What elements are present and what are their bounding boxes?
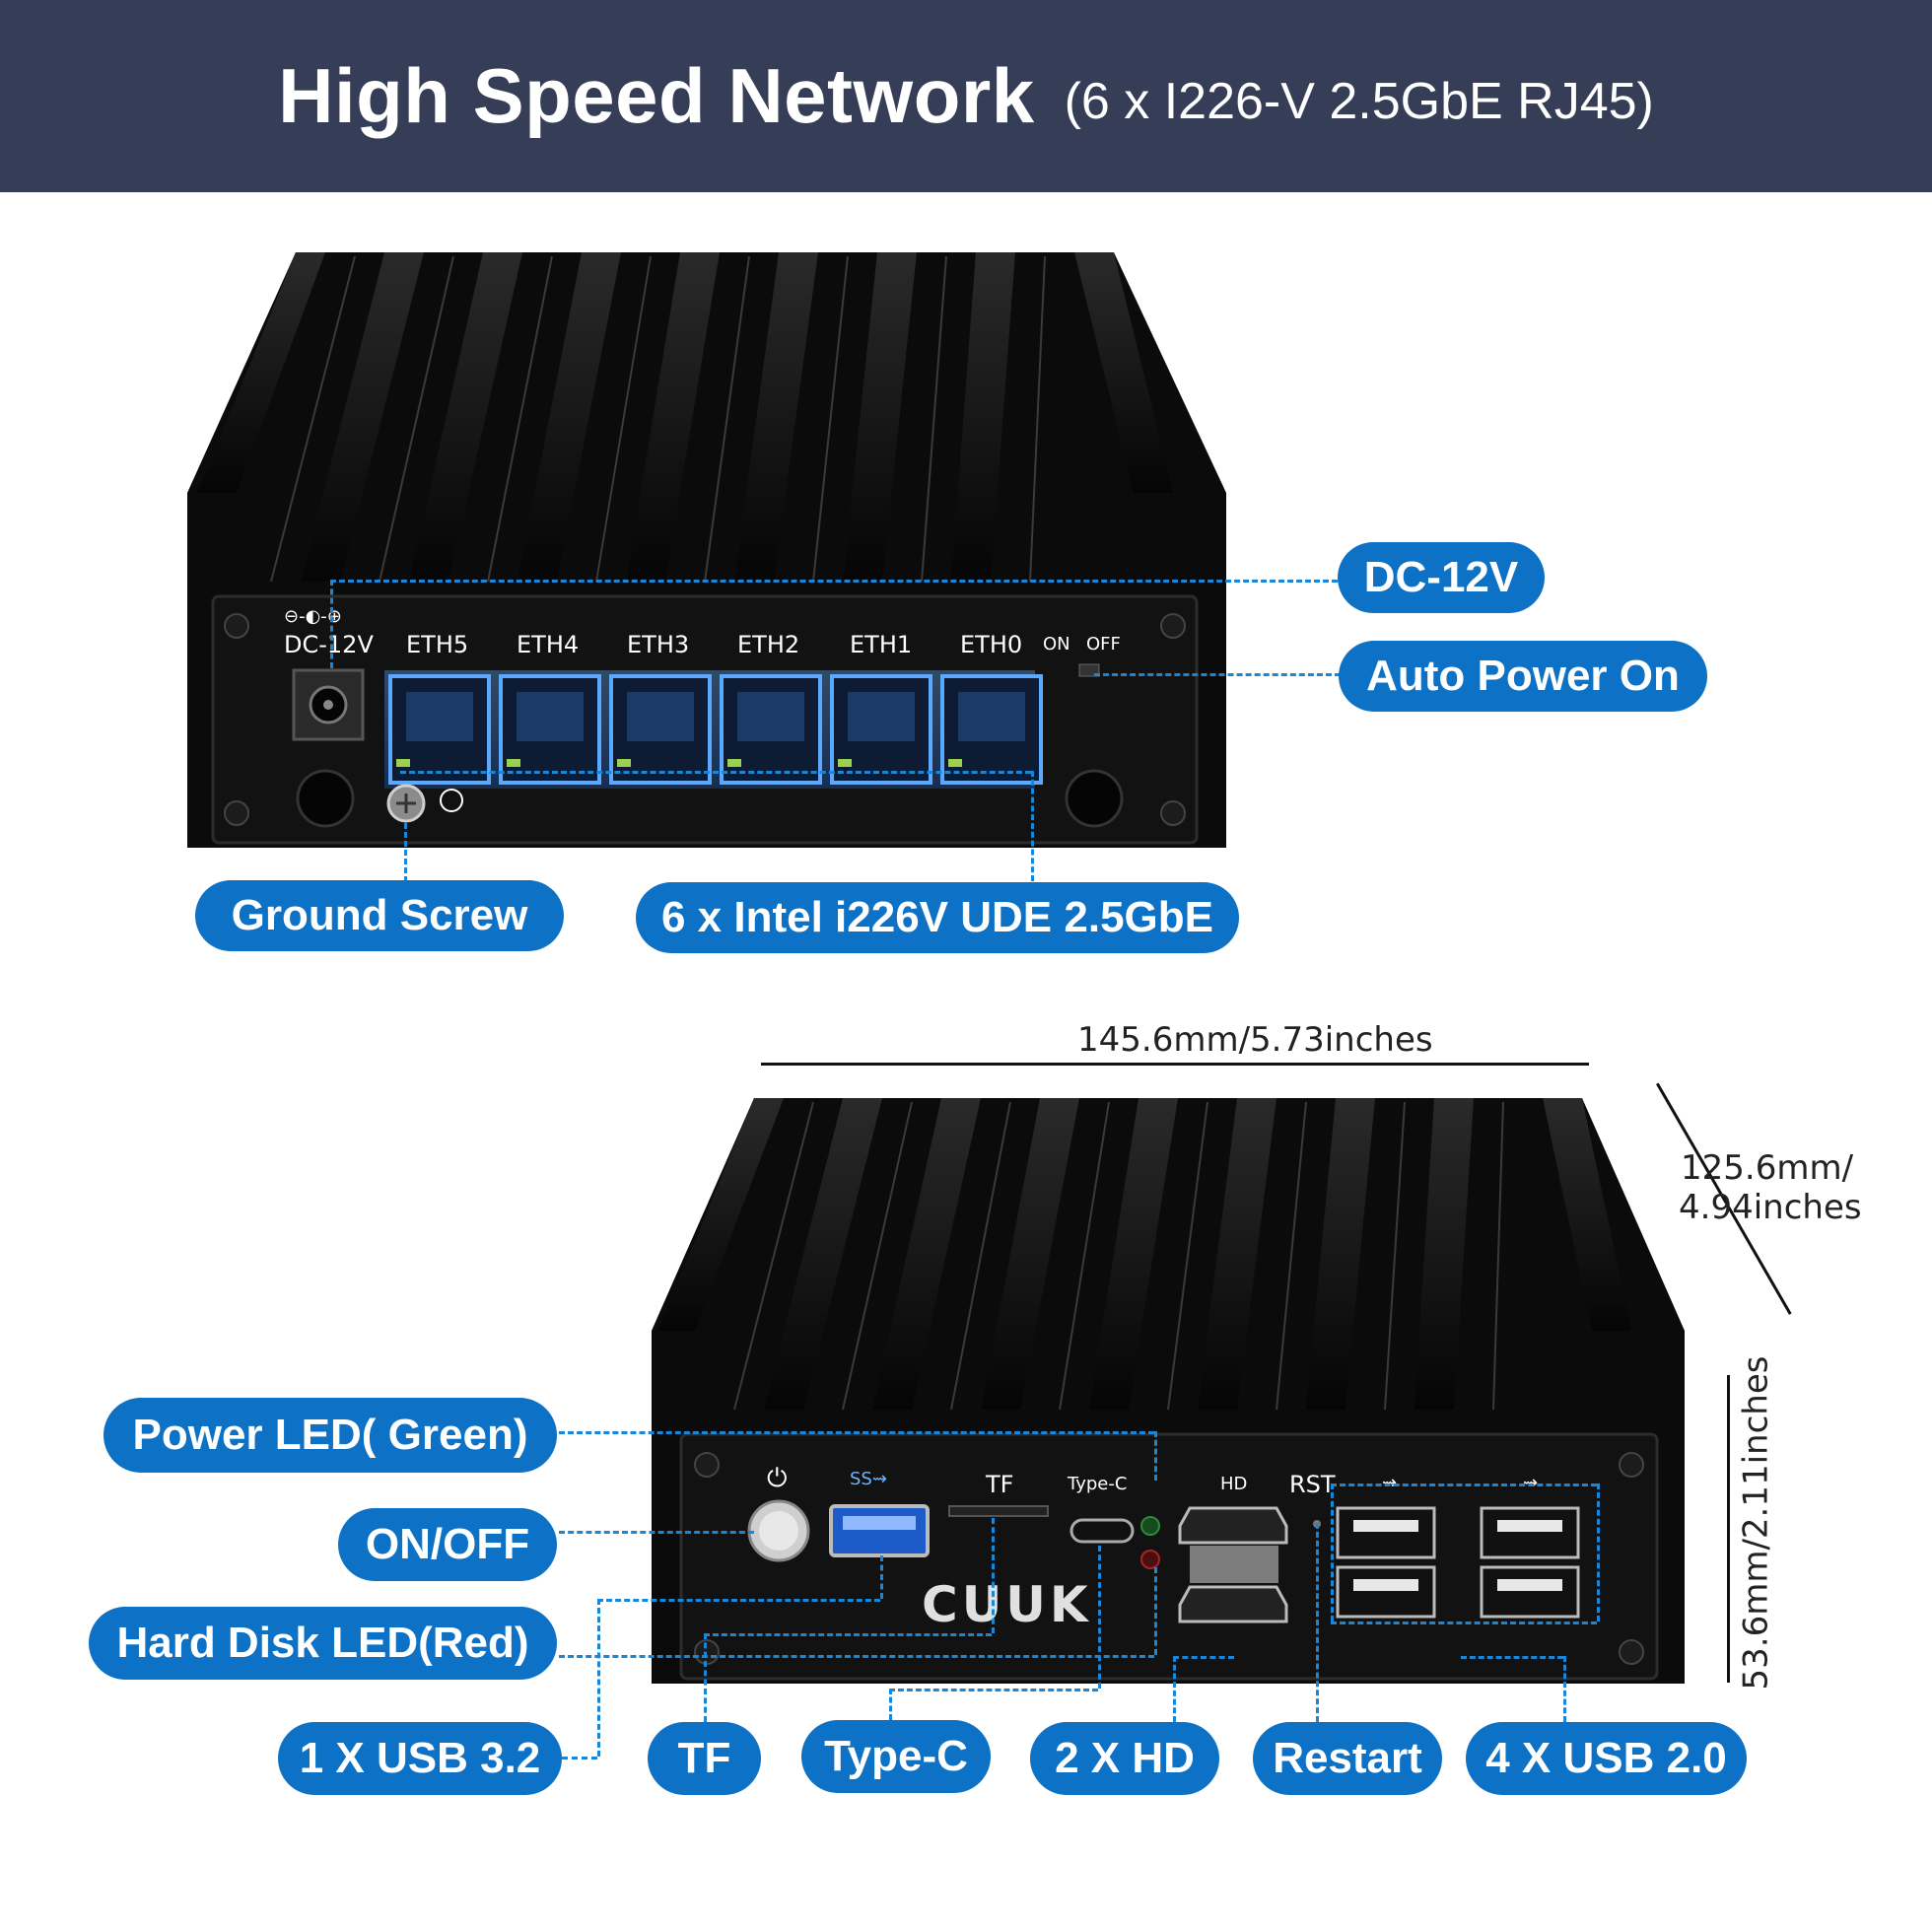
leader-auto-power-h xyxy=(1094,673,1341,676)
leader-on-off-h xyxy=(559,1531,754,1534)
leader-usb20-box-t xyxy=(1331,1484,1597,1486)
callout-tf: TF xyxy=(648,1722,761,1795)
dimension-depth-1: 125.6mm/ xyxy=(1681,1148,1854,1188)
leader-ground-v xyxy=(404,823,407,882)
eth0-label: ETH0 xyxy=(960,631,1023,658)
page-subtitle: (6 x I226-V 2.5GbE RJ45) xyxy=(1064,72,1654,130)
callout-power-led: Power LED( Green) xyxy=(104,1398,557,1473)
leader-hd-v xyxy=(1173,1656,1176,1722)
leader-dc12v-v xyxy=(330,580,333,668)
callout-restart: Restart xyxy=(1253,1722,1442,1795)
eth2-label: ETH2 xyxy=(737,631,800,658)
eth3-label: ETH3 xyxy=(627,631,690,658)
usb3-icon: SS⇝ xyxy=(850,1469,887,1489)
dimension-height: 53.6mm/2.11inches xyxy=(1736,1355,1776,1690)
usb2-icon-left: ⇝ xyxy=(1382,1473,1398,1493)
leader-hd-h xyxy=(1173,1656,1234,1659)
leader-eth-v xyxy=(1031,771,1034,881)
leader-usb20-box-l xyxy=(1331,1484,1334,1622)
callout-ground-screw: Ground Screw xyxy=(195,880,564,951)
leader-typec-v2 xyxy=(1098,1546,1101,1689)
eth1-label: ETH1 xyxy=(850,631,913,658)
power-icon: ⏻ xyxy=(767,1464,788,1493)
page-header: High Speed Network (6 x I226-V 2.5GbE RJ… xyxy=(0,0,1932,192)
front-typec-label: Type-C xyxy=(1068,1474,1128,1494)
leader-usb20-v xyxy=(1563,1656,1566,1722)
callout-hd: 2 X HD xyxy=(1030,1722,1219,1795)
leader-typec-v xyxy=(889,1689,892,1720)
dc-polarity-icon: ⊖-◐-⊕ xyxy=(284,606,342,627)
leader-tf-v2 xyxy=(992,1518,995,1633)
rear-panel-device xyxy=(177,246,1232,858)
callout-usb20: 4 X USB 2.0 xyxy=(1466,1722,1747,1795)
leader-restart-v xyxy=(1316,1523,1319,1722)
callout-dc12v: DC-12V xyxy=(1338,542,1545,613)
leader-dc12v-h xyxy=(330,580,1338,583)
rear-dc-label: DC-12V xyxy=(284,631,374,658)
leader-usb32-h2 xyxy=(597,1599,880,1602)
page-title: High Speed Network xyxy=(278,52,1035,139)
leader-tf-v xyxy=(704,1633,707,1722)
leader-usb20-h xyxy=(1461,1656,1563,1659)
usb2-icon-right: ⇝ xyxy=(1523,1473,1539,1493)
callout-hdd-led: Hard Disk LED(Red) xyxy=(89,1607,557,1680)
front-panel-device: CUUK xyxy=(646,1094,1690,1686)
callout-typec: Type-C xyxy=(801,1720,991,1793)
dimension-width-line xyxy=(761,1063,1589,1066)
leader-usb32-v xyxy=(597,1599,600,1757)
leader-usb32-v2 xyxy=(880,1555,883,1599)
dimension-depth-2: 4.94inches xyxy=(1679,1188,1862,1227)
hd-icon-top: HD xyxy=(1220,1474,1248,1494)
callout-eth-ports: 6 x Intel i226V UDE 2.5GbE xyxy=(636,882,1239,953)
leader-typec-h xyxy=(889,1689,1098,1691)
leader-power-led-h xyxy=(559,1431,1154,1434)
leader-tf-h xyxy=(704,1633,992,1636)
eth4-label: ETH4 xyxy=(517,631,580,658)
leader-power-led-v xyxy=(1154,1431,1157,1481)
front-rst-label: RST xyxy=(1289,1471,1336,1498)
leader-usb20-box-r xyxy=(1597,1484,1600,1622)
callout-usb32: 1 X USB 3.2 xyxy=(278,1722,562,1795)
dimension-height-line xyxy=(1727,1375,1730,1683)
switch-on-label: ON xyxy=(1043,634,1070,655)
switch-off-label: OFF xyxy=(1086,634,1121,655)
brand-logo: CUUK xyxy=(922,1576,1092,1633)
leader-eth-h xyxy=(400,771,1031,774)
leader-usb20-box-b xyxy=(1331,1622,1597,1624)
leader-usb32-h xyxy=(562,1757,597,1760)
callout-auto-power-on: Auto Power On xyxy=(1339,641,1707,712)
leader-hdd-led-v xyxy=(1154,1567,1157,1655)
leader-hdd-led-h xyxy=(559,1655,1154,1658)
callout-on-off: ON/OFF xyxy=(338,1508,557,1581)
dimension-width: 145.6mm/5.73inches xyxy=(1077,1020,1433,1060)
eth5-label: ETH5 xyxy=(406,631,469,658)
front-tf-label: TF xyxy=(986,1471,1014,1498)
